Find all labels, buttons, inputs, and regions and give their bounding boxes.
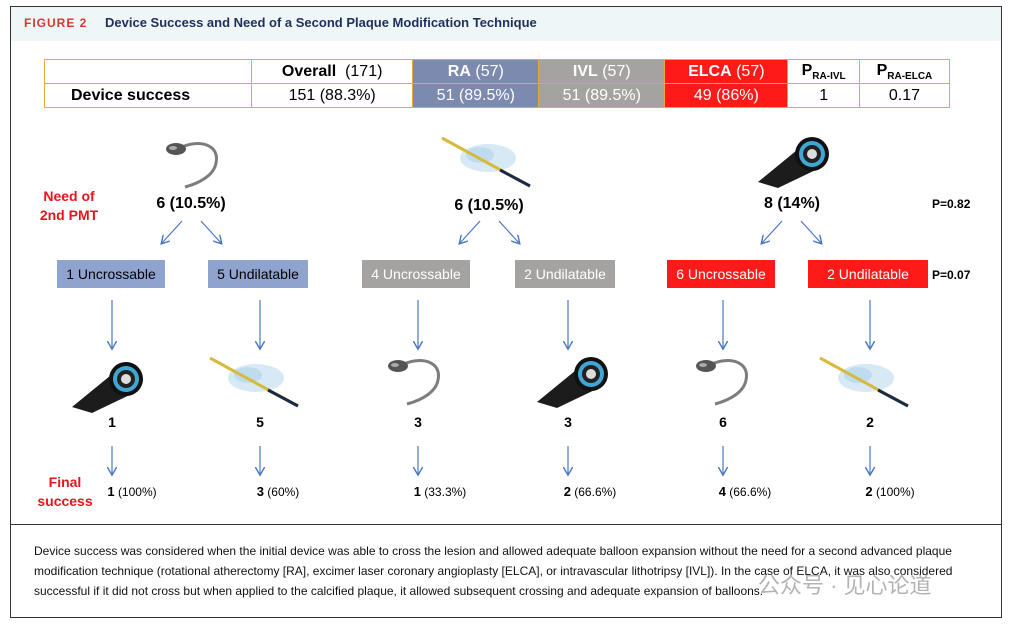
final-success-6: 2 (100%) (865, 484, 915, 499)
row-label: Device success (44, 83, 252, 108)
header-ivl: IVL (57) (538, 59, 666, 84)
second-device-count-4: 3 (564, 414, 572, 430)
lithotripsy-balloon-icon (209, 356, 299, 408)
p-value-boxes: P=0.07 (932, 268, 971, 282)
second-device-count-6: 2 (866, 414, 874, 430)
second-device-count-2: 5 (256, 414, 264, 430)
need-count-ivl: 6 (10.5%) (454, 197, 524, 214)
final-success-line-1: Final (48, 474, 82, 490)
final-success-label: Final success (32, 473, 98, 511)
final-success-2: 3 (60%) (256, 484, 300, 499)
split-arrow-elca-left (762, 220, 783, 243)
split-arrow-elca-right (800, 220, 821, 243)
p-value-need: P=0.82 (932, 197, 971, 211)
box-ivl-undilatable: 2 Undilatable (515, 260, 615, 288)
laser-catheter-icon (537, 357, 608, 408)
second-device-count-3: 3 (414, 414, 422, 430)
final-success-3: 1 (33.3%) (413, 484, 467, 499)
laser-catheter-icon (72, 362, 143, 413)
box-elca-uncrossable: 6 Uncrossable (667, 260, 775, 288)
cell-ra: 51 (89.5%) (412, 83, 540, 108)
table-header-row: Overall (171) RA (57) IVL (57) ELCA (57)… (44, 59, 951, 84)
cell-p-ra-ivl: 1 (787, 83, 860, 108)
figure-label: FIGURE 2 (24, 16, 88, 30)
split-arrow-ivl-left (460, 220, 481, 243)
rotational-atherectomy-burr-icon (388, 359, 440, 406)
table-row: Device success 151 (88.3%) 51 (89.5%) 51… (44, 83, 951, 108)
final-success-1: 1 (100%) (107, 484, 157, 499)
final-success-line-2: success (37, 493, 93, 509)
figure-title: Device Success and Need of a Second Plaq… (105, 15, 537, 30)
final-success-4: 2 (66.6%) (563, 484, 617, 499)
final-success-5: 4 (66.6%) (718, 484, 772, 499)
figure-frame (10, 6, 1002, 618)
second-device-count-5: 6 (719, 414, 727, 430)
figure-title-bar (11, 7, 1001, 41)
header-elca: ELCA (57) (664, 59, 789, 84)
header-overall: Overall (171) (250, 59, 414, 84)
need-2nd-pmt-label: Need of 2nd PMT (34, 187, 104, 225)
split-arrow-ivl-right (498, 220, 519, 243)
laser-catheter-icon (758, 137, 829, 188)
need-count-ra: 6 (10.5%) (156, 195, 226, 212)
box-ra-uncrossable: 1 Uncrossable (57, 260, 165, 288)
lithotripsy-balloon-icon (819, 356, 909, 408)
header-p-ra-elca: PRA-ELCA (858, 59, 951, 84)
split-arrow-ra-right (200, 220, 221, 243)
header-p-ra-ivl: PRA-IVL (787, 59, 860, 84)
need-2nd-pmt-line-1: Need of (43, 188, 95, 204)
box-elca-undilatable: 2 Undilatable (808, 260, 928, 288)
rotational-atherectomy-burr-icon (696, 359, 748, 406)
split-arrow-ra-left (162, 220, 183, 243)
need-2nd-pmt-line-2: 2nd PMT (39, 207, 99, 223)
header-ra: RA (57) (412, 59, 540, 84)
cell-overall: 151 (88.3%) (250, 83, 414, 108)
device-success-table: Overall (171) RA (57) IVL (57) ELCA (57)… (44, 59, 951, 108)
lithotripsy-balloon-icon (441, 136, 531, 188)
cell-elca: 49 (86%) (664, 83, 789, 108)
caption-box (11, 524, 1001, 618)
box-ra-undilatable: 5 Undilatable (208, 260, 308, 288)
cell-p-ra-elca: 0.17 (858, 83, 951, 108)
box-ivl-uncrossable: 4 Uncrossable (362, 260, 470, 288)
figure-caption: Device success was considered when the i… (34, 544, 953, 598)
second-device-count-1: 1 (108, 414, 116, 430)
rotational-atherectomy-burr-icon (166, 142, 218, 189)
cell-ivl: 51 (89.5%) (538, 83, 666, 108)
need-count-elca: 8 (14%) (763, 195, 821, 212)
watermark: 公众号 · 见心论道 (758, 573, 932, 598)
